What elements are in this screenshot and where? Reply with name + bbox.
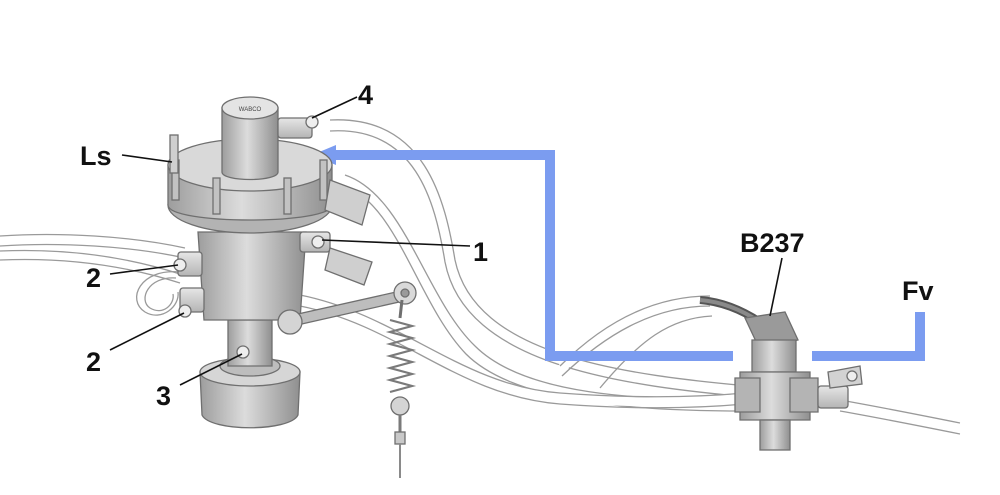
load-sensing-valve: WABCO	[167, 96, 417, 478]
label-port-3: 3	[156, 381, 171, 411]
valve-cap-marking: WABCO	[239, 107, 262, 113]
label-port-2-upper: 2	[86, 263, 101, 293]
label-fv: Fv	[902, 276, 934, 306]
spring	[385, 318, 417, 394]
label-b237: B237	[740, 228, 805, 258]
label-ls: Ls	[80, 141, 112, 171]
leader-lines	[109, 96, 783, 386]
callout-labels: Ls 4 1 2 2 3 B237 Fv	[80, 80, 934, 411]
label-port-4: 4	[358, 80, 373, 110]
hose-bundle	[0, 119, 961, 435]
label-port-2-lower: 2	[86, 347, 101, 377]
label-port-1: 1	[473, 237, 488, 267]
b237-pressure-sensor	[699, 296, 863, 451]
